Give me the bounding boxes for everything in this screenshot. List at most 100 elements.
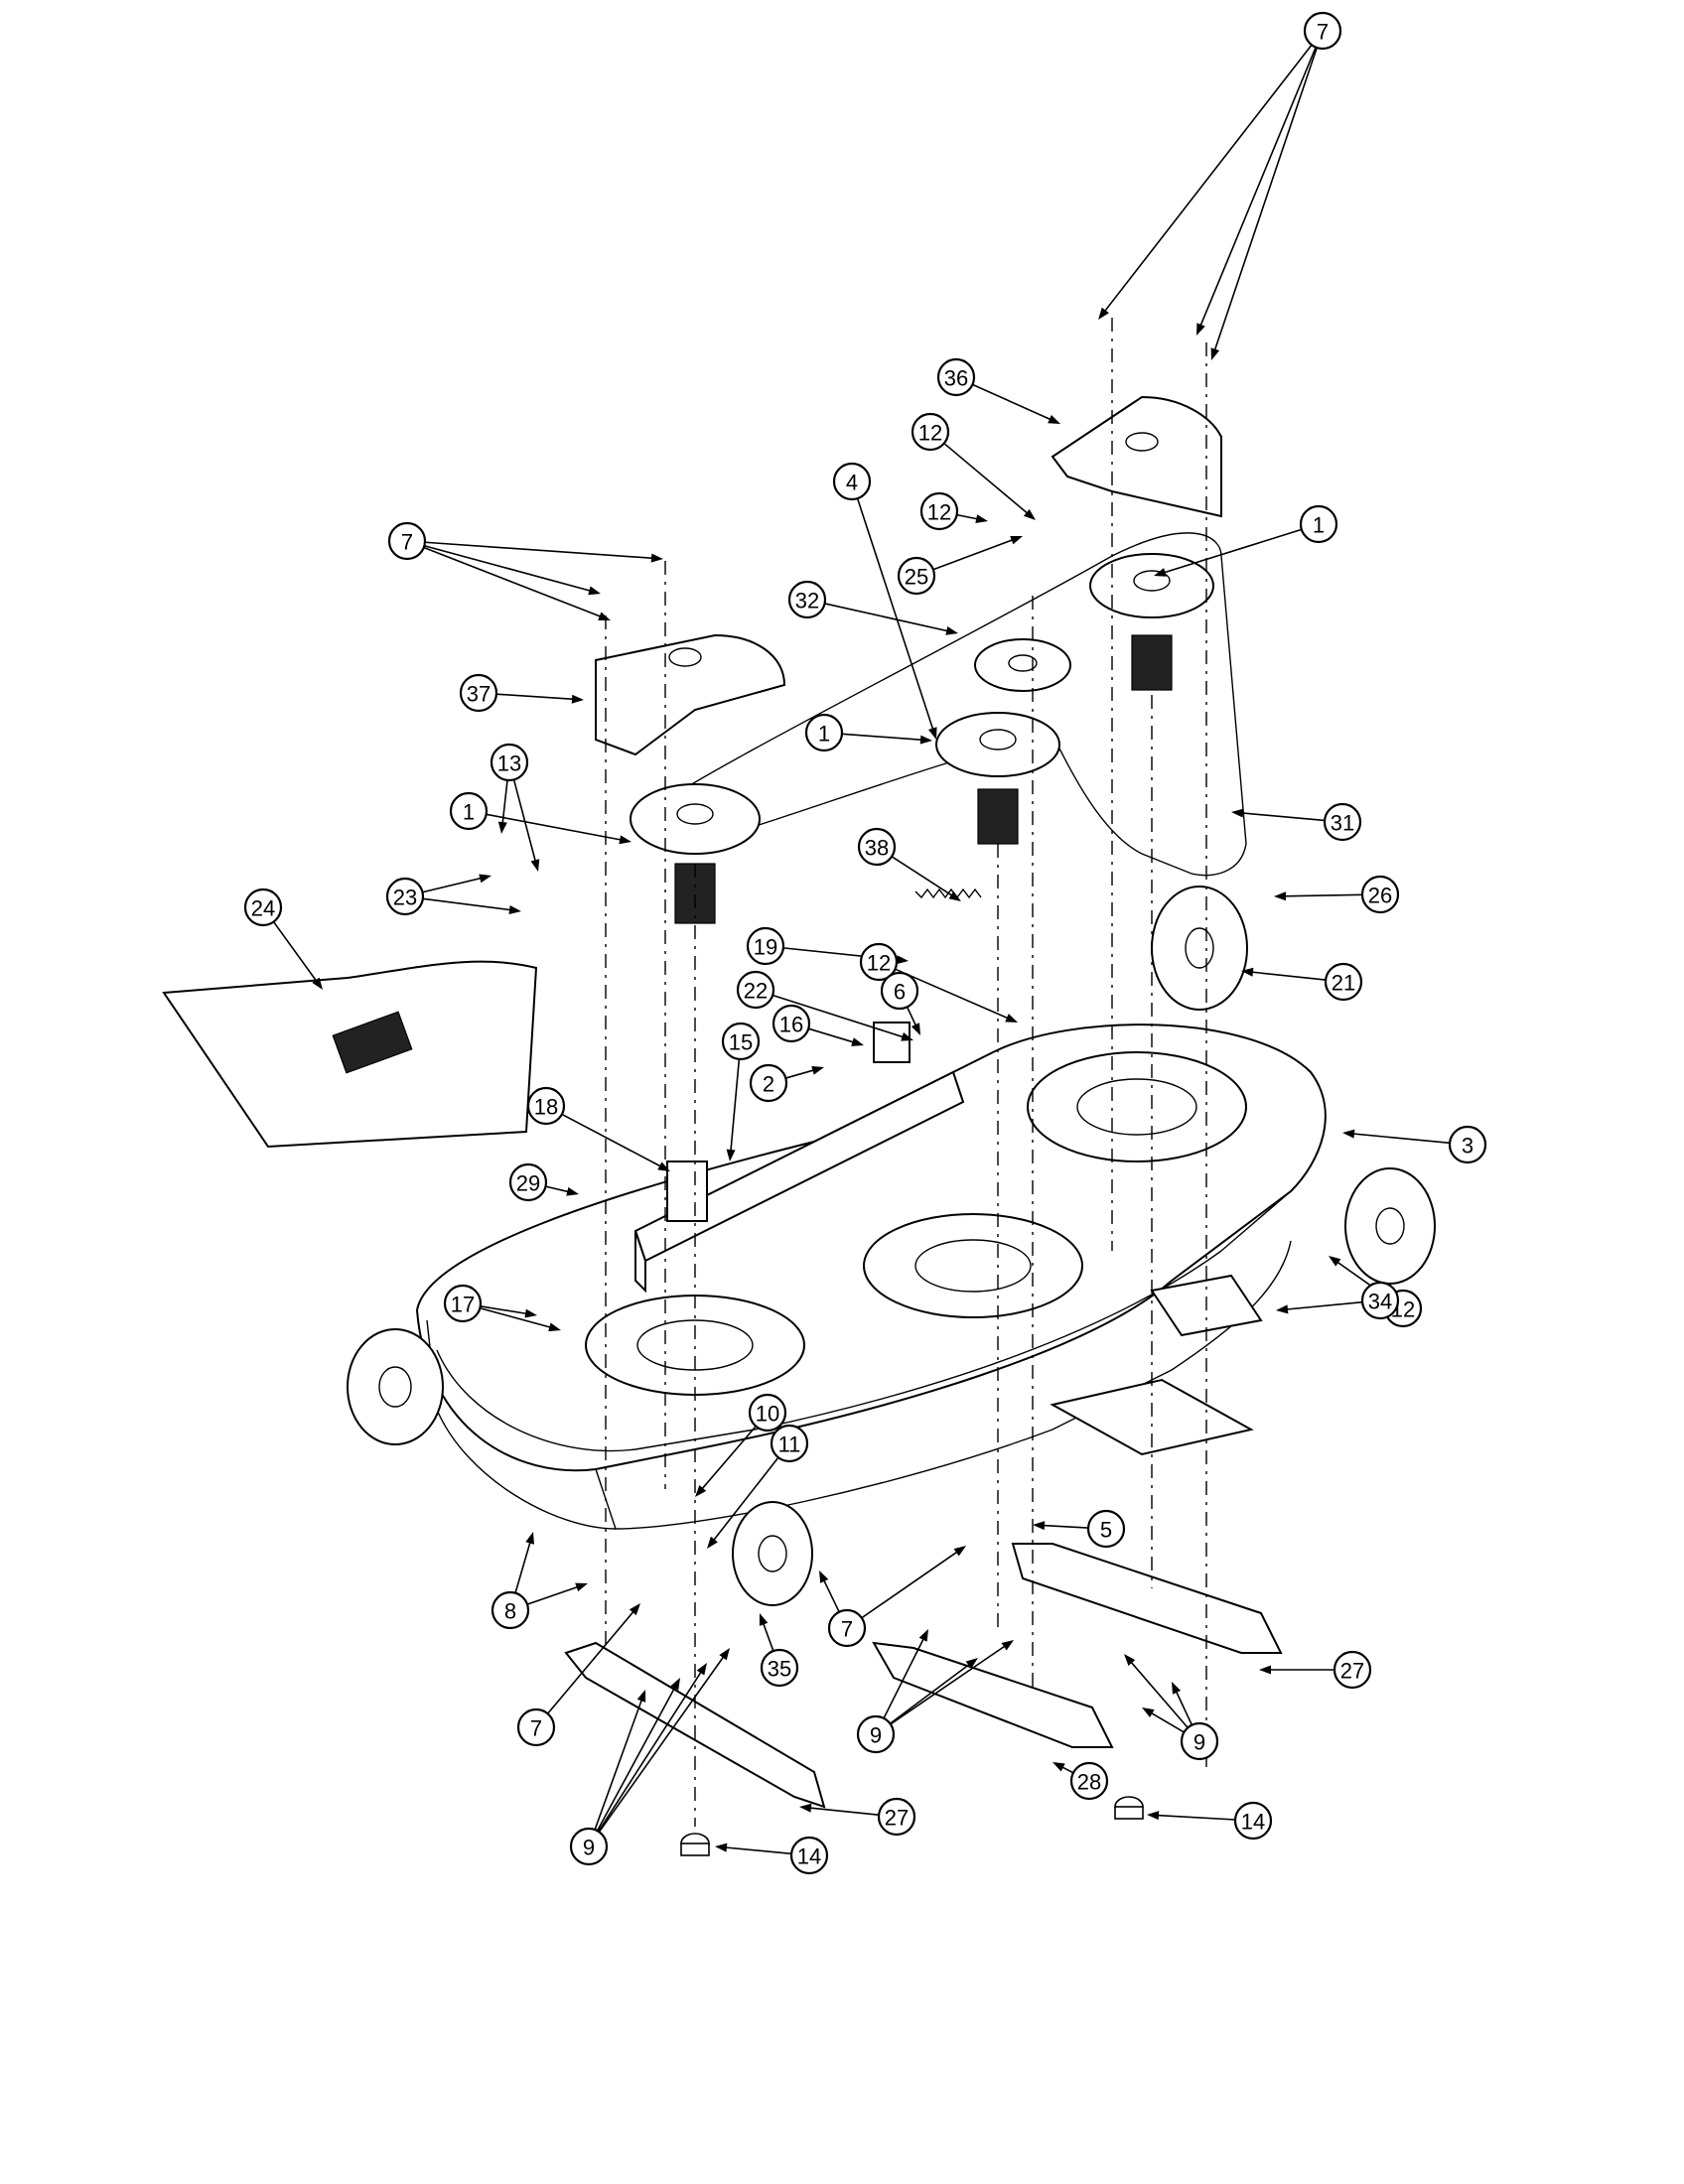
callout-number: 2 <box>763 1072 774 1097</box>
callout-24: 24 <box>243 887 323 990</box>
idler-pulley <box>974 638 1071 692</box>
callout-number: 23 <box>393 886 417 910</box>
leader-arrowhead <box>1329 1256 1341 1267</box>
leader-line <box>1283 1300 1363 1311</box>
leader-arrowhead <box>1259 1665 1271 1675</box>
callout-number: 5 <box>1100 1518 1112 1543</box>
callout-bubble <box>1180 1721 1219 1761</box>
callout-7-bottom-left: 7 <box>516 1603 640 1747</box>
leader-line <box>424 544 594 593</box>
callout-7-left: 7 <box>387 521 663 620</box>
leader-arrowhead <box>629 1603 640 1616</box>
leader-line <box>808 1027 857 1044</box>
callout-number: 9 <box>1193 1730 1205 1755</box>
leader-arrowhead <box>575 1582 588 1592</box>
leader-line <box>526 1584 581 1605</box>
callout-bubble <box>1323 802 1362 842</box>
idler-bracket <box>873 1022 911 1063</box>
callout-number: 4 <box>846 471 858 495</box>
leader-arrowhead <box>619 835 632 845</box>
callout-bubble <box>877 1797 916 1837</box>
callout-bubble <box>936 357 976 397</box>
callout-number: 28 <box>1077 1770 1101 1795</box>
callout-14-right: 14 <box>1147 1801 1273 1841</box>
callout-bubble <box>770 1424 809 1463</box>
callout-bubble <box>880 971 919 1011</box>
leader-arrowhead <box>479 874 491 884</box>
shield-decal <box>332 1011 413 1074</box>
leader-line <box>729 1058 741 1155</box>
callout-35: 35 <box>759 1613 799 1688</box>
blade-nut-left <box>680 1833 710 1856</box>
callout-number: 1 <box>463 800 475 825</box>
leader-arrowhead <box>1196 323 1205 336</box>
callout-number: 11 <box>778 1433 801 1457</box>
callout-22: 22 <box>736 970 913 1041</box>
leader-line <box>1248 971 1327 981</box>
callout-number: 36 <box>944 366 968 391</box>
leader-line <box>861 1549 960 1619</box>
leader-line <box>480 1306 554 1329</box>
leader-arrowhead <box>896 955 909 965</box>
callout-number: 18 <box>534 1095 558 1120</box>
leader-arrowhead <box>598 612 611 620</box>
callout-number: 25 <box>905 565 928 590</box>
leader-line <box>785 1068 817 1079</box>
callout-number: 13 <box>497 751 521 776</box>
leader-arrowhead <box>715 1843 728 1852</box>
leader-arrowhead <box>650 553 663 563</box>
callout-number: 29 <box>516 1171 540 1196</box>
callout-bubble <box>746 926 785 966</box>
callout-number: 1 <box>818 722 830 747</box>
leader-line <box>972 383 1054 422</box>
leader-arrowhead <box>911 1023 920 1035</box>
leader-line <box>943 442 1031 516</box>
leader-arrowhead <box>707 1536 718 1549</box>
leader-line <box>545 1185 572 1193</box>
leader-arrowhead <box>759 1613 769 1626</box>
leader-line <box>1238 811 1326 822</box>
leader-line <box>889 1662 973 1724</box>
callout-bubble <box>1360 875 1400 914</box>
belt-cover-right <box>1051 395 1222 518</box>
callout-7-bottom-mid: 7 <box>819 1546 966 1648</box>
leader-line <box>1161 528 1303 575</box>
callout-8: 8 <box>491 1532 588 1630</box>
callout-number: 32 <box>795 589 819 614</box>
gauge-wheel-front <box>732 1501 813 1606</box>
callout-9-right: 9 <box>1124 1654 1219 1761</box>
leader-arrowhead <box>945 625 958 635</box>
callout-bubble <box>516 1707 556 1747</box>
leader-arrowhead <box>670 1678 680 1691</box>
callout-bubble <box>508 1162 548 1202</box>
leader-arrowhead <box>1048 414 1060 424</box>
leader-line <box>956 513 981 521</box>
callout-number: 16 <box>779 1013 803 1037</box>
callout-4: 4 <box>832 462 937 740</box>
leader-arrowhead <box>1274 891 1287 901</box>
callout-12-b: 12 <box>919 491 988 531</box>
leader-arrowhead <box>975 514 988 524</box>
callout-29: 29 <box>508 1162 579 1202</box>
callout-11: 11 <box>707 1424 809 1549</box>
leader-line <box>1154 1814 1236 1821</box>
leader-arrowhead <box>1342 1129 1355 1139</box>
callout-number: 24 <box>251 896 275 921</box>
leader-line <box>546 1608 636 1714</box>
leader-arrowhead <box>588 586 601 596</box>
leader-line <box>891 856 955 898</box>
callout-bubble <box>856 1714 896 1754</box>
callout-bubble <box>526 1086 566 1126</box>
callout-bubble <box>449 791 489 831</box>
leader-arrowhead <box>719 1648 730 1661</box>
leader-line <box>1040 1524 1089 1529</box>
leader-line <box>841 733 925 742</box>
leader-arrowhead <box>1124 1654 1136 1667</box>
callout-25: 25 <box>897 535 1023 596</box>
leader-arrowhead <box>1147 1811 1160 1821</box>
callout-bubble <box>1448 1125 1487 1164</box>
leader-line <box>596 1684 677 1832</box>
leader-arrowhead <box>726 1149 736 1161</box>
leader-arrowhead <box>953 1546 966 1557</box>
callout-bubble <box>569 1827 609 1866</box>
